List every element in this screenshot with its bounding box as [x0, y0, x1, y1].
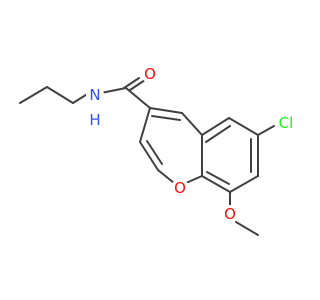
- bond-propyl-ch3-ch2: [19, 86, 48, 104]
- bond-c2-ring-o: [157, 169, 175, 184]
- chlorine-label: Cl: [279, 114, 294, 132]
- ring-oxygen-label: O: [174, 179, 186, 197]
- bond-carbonyl-double-1: [123, 77, 140, 89]
- bond-c4-c3: [139, 107, 151, 143]
- bond-c3-c2-double: [146, 140, 163, 165]
- bond-c9-c9a: [201, 175, 231, 193]
- amide-hydrogen-label: H: [89, 111, 100, 129]
- bond-propyl-ch2-ch2: [46, 86, 74, 104]
- bond-c5a-c6: [201, 117, 230, 136]
- bond-c9-c9a-double: [206, 171, 230, 185]
- bond-c7-cl: [257, 125, 275, 136]
- molecule-structure-diagram: O N H O Cl O: [19, 65, 297, 236]
- bond-layer: [19, 77, 275, 236]
- bond-c8-c9: [229, 175, 259, 193]
- bond-c4-c5: [149, 107, 183, 114]
- bond-c4-c5-double: [151, 115, 181, 121]
- bond-carbonyl-carbon-ring: [125, 87, 151, 109]
- bond-c5a-c6-double: [205, 125, 231, 143]
- bond-c6-c7: [228, 117, 259, 136]
- amide-nitrogen-label: N: [89, 86, 100, 104]
- carbonyl-oxygen-label: O: [144, 65, 156, 83]
- methoxy-oxygen-label: O: [224, 205, 236, 223]
- bond-carbonyl-double-2: [129, 79, 146, 91]
- bond-c5-c5a: [181, 112, 203, 136]
- bond-c3-c2: [139, 141, 159, 171]
- bond-ring-o-c9a: [185, 175, 203, 184]
- atom-label-layer: O N H O Cl O: [86, 65, 297, 223]
- bond-methoxy-o-ch3: [235, 221, 259, 236]
- bond-n-carbonyl-carbon: [100, 87, 127, 94]
